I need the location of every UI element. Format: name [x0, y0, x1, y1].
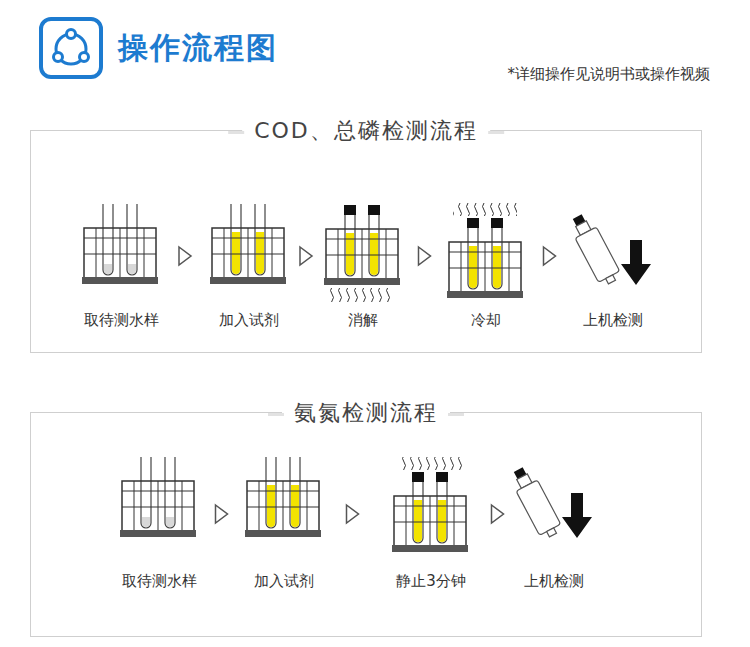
- step-label: 加入试剂: [239, 571, 329, 591]
- process-step: 上机检测: [568, 201, 658, 330]
- step-arrow: [329, 514, 376, 515]
- process-panel: COD、总磷检测流程取待测水样加入试剂消解冷却上机检测: [30, 130, 702, 353]
- step-arrow: [166, 256, 204, 257]
- step-arrow: [408, 256, 441, 257]
- step-arrow: [486, 514, 509, 515]
- heat-waves: [398, 457, 462, 470]
- step-label: 冷却: [441, 310, 531, 330]
- step-label: 上机检测: [509, 571, 599, 591]
- instrument-load: [508, 464, 592, 541]
- step-label: 上机检测: [568, 310, 658, 330]
- step-label: 取待测水样: [114, 571, 204, 591]
- process-panel: 氨氮检测流程取待测水样加入试剂静止3分钟上机检测: [30, 412, 702, 637]
- instrument-load: [567, 211, 651, 288]
- header-icon: [41, 19, 101, 77]
- heat-waves: [330, 288, 394, 302]
- tube-rack-rest: [392, 472, 468, 552]
- tube-rack-cool: [447, 218, 523, 298]
- process-step: 取待测水样: [76, 201, 166, 330]
- process-step: 消解: [318, 201, 408, 330]
- tube-rack-water: [82, 204, 158, 284]
- step-label: 取待测水样: [76, 310, 166, 330]
- panel-heading: 氨氮检测流程: [282, 398, 450, 428]
- process-step: 加入试剂: [204, 201, 294, 330]
- step-label: 消解: [318, 310, 408, 330]
- panel-heading: COD、总磷检测流程: [242, 116, 490, 146]
- page-title: 操作流程图: [118, 28, 278, 69]
- tube-rack-reagent: [210, 204, 286, 284]
- process-step: 加入试剂: [239, 459, 329, 591]
- tube-rack-reagent: [245, 457, 321, 537]
- heat-waves: [453, 203, 517, 216]
- step-arrow: [531, 256, 568, 257]
- process-step: 上机检测: [509, 459, 599, 591]
- step-arrow: [294, 256, 318, 257]
- step-label: 加入试剂: [204, 310, 294, 330]
- note-text: *详细操作见说明书或操作视频: [508, 65, 711, 84]
- tube-rack-water: [120, 457, 196, 537]
- step-arrow: [204, 514, 239, 515]
- process-step: 冷却: [441, 201, 531, 330]
- process-step: 静止3分钟: [376, 459, 486, 591]
- process-step: 取待测水样: [114, 459, 204, 591]
- tube-rack-digest: [324, 205, 400, 285]
- step-label: 静止3分钟: [376, 571, 486, 591]
